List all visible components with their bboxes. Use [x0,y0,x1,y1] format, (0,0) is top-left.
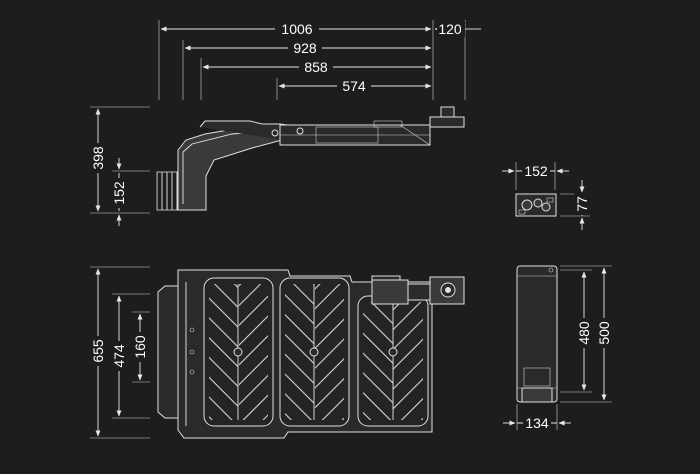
dim-1006-label: 1006 [281,21,312,37]
dim-480: 480 [560,269,592,393]
driver-box [371,276,465,305]
dim-858-label: 858 [304,59,328,75]
plan-housing [157,269,465,439]
dim-474: 474 [111,293,150,419]
plan-view: 655 474 160 [90,266,465,439]
dim-574: 574 [278,78,432,94]
dim-77-label: 77 [574,196,590,212]
dim-160: 160 [132,311,150,383]
dim-152-end: 152 [502,162,569,190]
dim-77: 77 [560,180,590,230]
back-view: 480 500 134 [503,265,612,431]
dim-574-label: 574 [342,78,366,94]
dim-858: 858 [202,59,432,75]
dim-928-label: 928 [293,40,317,56]
dim-480-label: 480 [576,321,592,345]
led-module-2 [279,277,350,427]
dim-134-label: 134 [525,415,549,431]
dim-134: 134 [503,404,571,431]
led-module-1 [203,277,274,427]
dim-500-label: 500 [596,321,612,345]
side-view: 398 152 [90,106,465,226]
dim-1006: 1006 [160,21,432,37]
dim-152-end-label: 152 [524,163,548,179]
dim-120: 120 [434,21,481,37]
dim-152-side: 152 [111,158,150,226]
side-profile [156,106,465,211]
dim-120-label: 120 [438,21,462,37]
dim-398-label: 398 [90,146,106,170]
end-profile [515,193,557,217]
dim-474-label: 474 [111,344,127,368]
end-view: 152 77 [502,162,590,230]
dim-398: 398 [90,106,150,214]
led-module-3 [357,295,429,427]
top-dimension-group: 1006 120 928 858 574 [158,20,481,100]
dim-160-label: 160 [132,335,148,359]
dim-152-side-label: 152 [111,181,127,205]
dim-655: 655 [90,266,150,439]
dim-500: 500 [560,265,612,403]
dim-655-label: 655 [90,339,106,363]
back-profile [516,265,558,403]
dim-928: 928 [184,40,432,56]
